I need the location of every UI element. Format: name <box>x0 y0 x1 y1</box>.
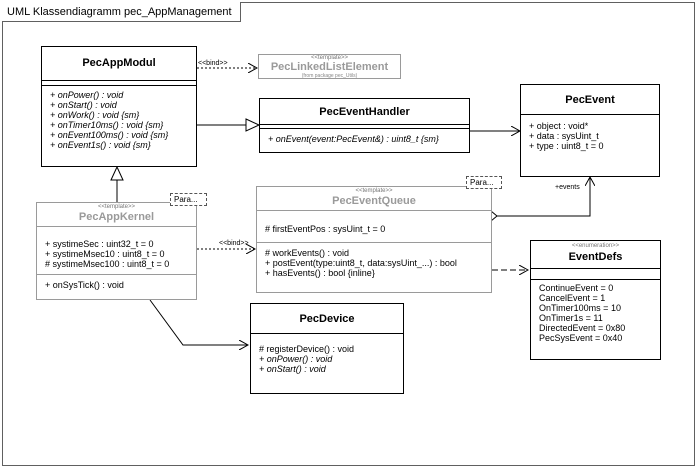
generalization-arrowhead <box>245 118 261 132</box>
class-name: PecEventHandler <box>319 106 410 118</box>
attributes-list: + systimeSec : uint32_t = 0 + systimeMse… <box>37 227 196 274</box>
bind-label-top: <<bind>> <box>198 60 228 67</box>
enum-literal: CancelEvent = 1 <box>539 293 606 303</box>
attribute-item: + type : uint8_t = 0 <box>529 141 604 151</box>
attribute-item: + data : sysUint_t <box>529 131 599 141</box>
class-name: PecEvent <box>565 94 615 106</box>
class-name: PecLinkedListElement <box>270 61 389 73</box>
operation-item: + postEvent(type:uint8_t, data:sysUint_.… <box>265 258 457 268</box>
operation-item: + hasEvents() : bool {inline} <box>265 268 375 278</box>
attribute-item: # systimeMsec100 : uint8_t = 0 <box>45 259 170 269</box>
class-pec-event[interactable]: PecEvent + object : void* + data : sysUi… <box>520 84 660 177</box>
template-parameter-kernel: Para... <box>170 193 207 206</box>
stereotype-label: <<template>> <box>97 204 136 210</box>
attributes-list: # firstEventPos : sysUint_t = 0 <box>257 211 491 242</box>
bind-label-kernel: <<bind>> <box>219 240 249 247</box>
class-name: PecDevice <box>299 313 355 325</box>
package-note: (from package pec_Utils) <box>301 73 358 79</box>
attributes-list: + object : void* + data : sysUint_t + ty… <box>521 115 659 154</box>
class-pec-app-modul[interactable]: PecAppModul + onPower() : void + onStart… <box>41 46 197 167</box>
operation-item: + onWork() : void {sm} <box>50 110 140 120</box>
enum-literal: OnTimer100ms = 10 <box>539 303 621 313</box>
operation-item: + onSysTick() : void <box>45 280 124 290</box>
class-pec-app-kernel[interactable]: <<template>> PecAppKernel + systimeSec :… <box>36 202 197 300</box>
template-parameter-queue: Para... <box>466 176 502 189</box>
operations-list: # registerDevice() : void + onPower() : … <box>251 334 403 377</box>
enum-literal: ContinueEvent = 0 <box>539 283 614 293</box>
operation-item: + onPower() : void <box>50 90 124 100</box>
operations-list: # workEvents() : void + postEvent(type:u… <box>257 242 491 281</box>
generalization-arrowhead-kernel <box>110 165 124 181</box>
association-connector-device <box>149 299 248 345</box>
operations-list: + onEvent(event:PecEvent&) : uint8_t {sm… <box>260 128 469 147</box>
operation-item: + onEvent1s() : void {sm} <box>50 140 151 150</box>
class-event-defs[interactable]: <<enumeration>> EventDefs ContinueEvent … <box>530 240 661 360</box>
operation-item: + onEvent(event:PecEvent&) : uint8_t {sm… <box>268 134 439 144</box>
literals-list: ContinueEvent = 0 CancelEvent = 1 OnTime… <box>531 279 660 346</box>
enum-literal: OnTimer1s = 11 <box>539 313 603 323</box>
attribute-item: + systimeSec : uint32_t = 0 <box>45 239 154 249</box>
class-name: EventDefs <box>568 251 623 263</box>
operations-list: + onPower() : void + onStart() : void + … <box>42 85 196 153</box>
attribute-item: + systimeMsec10 : uint8_t = 0 <box>45 249 165 259</box>
class-pec-event-queue[interactable]: <<template>> PecEventQueue # firstEventP… <box>256 186 492 293</box>
class-pec-event-handler[interactable]: PecEventHandler + onEvent(event:PecEvent… <box>259 98 470 153</box>
events-role-label: +events <box>555 184 580 191</box>
stereotype-label: <<template>> <box>310 55 349 61</box>
enum-literal: PecSysEvent = 0x40 <box>539 333 623 343</box>
class-name: PecAppKernel <box>78 211 155 223</box>
diagram-frame <box>2 2 695 466</box>
enum-literal: DirectedEvent = 0x80 <box>539 323 626 333</box>
operation-item: + onEvent100ms() : void {sm} <box>50 130 169 140</box>
attribute-item: # firstEventPos : sysUint_t = 0 <box>265 224 386 234</box>
diagram-title: UML Klassendiagramm pec_AppManagement <box>2 2 241 22</box>
stereotype-label: <<enumeration>> <box>571 243 620 249</box>
operation-item: # workEvents() : void <box>265 248 350 258</box>
operation-item: + onStart() : void <box>50 100 117 110</box>
aggregation-connector-events <box>497 177 590 217</box>
class-pec-device[interactable]: PecDevice # registerDevice() : void + on… <box>250 303 404 394</box>
operation-item: + onStart() : void <box>259 364 326 374</box>
attribute-item: + object : void* <box>529 121 589 131</box>
operation-item: + onPower() : void <box>259 354 333 364</box>
operation-item: # registerDevice() : void <box>259 344 355 354</box>
operation-item: + onTimer10ms() : void {sm} <box>50 120 164 130</box>
stereotype-label: <<template>> <box>355 188 393 194</box>
class-pec-linked-list-element[interactable]: <<template>> PecLinkedListElement (from … <box>258 54 401 79</box>
class-name: PecAppModul <box>82 57 156 69</box>
class-name: PecEventQueue <box>332 195 416 207</box>
operations-list: + onSysTick() : void <box>37 274 196 293</box>
